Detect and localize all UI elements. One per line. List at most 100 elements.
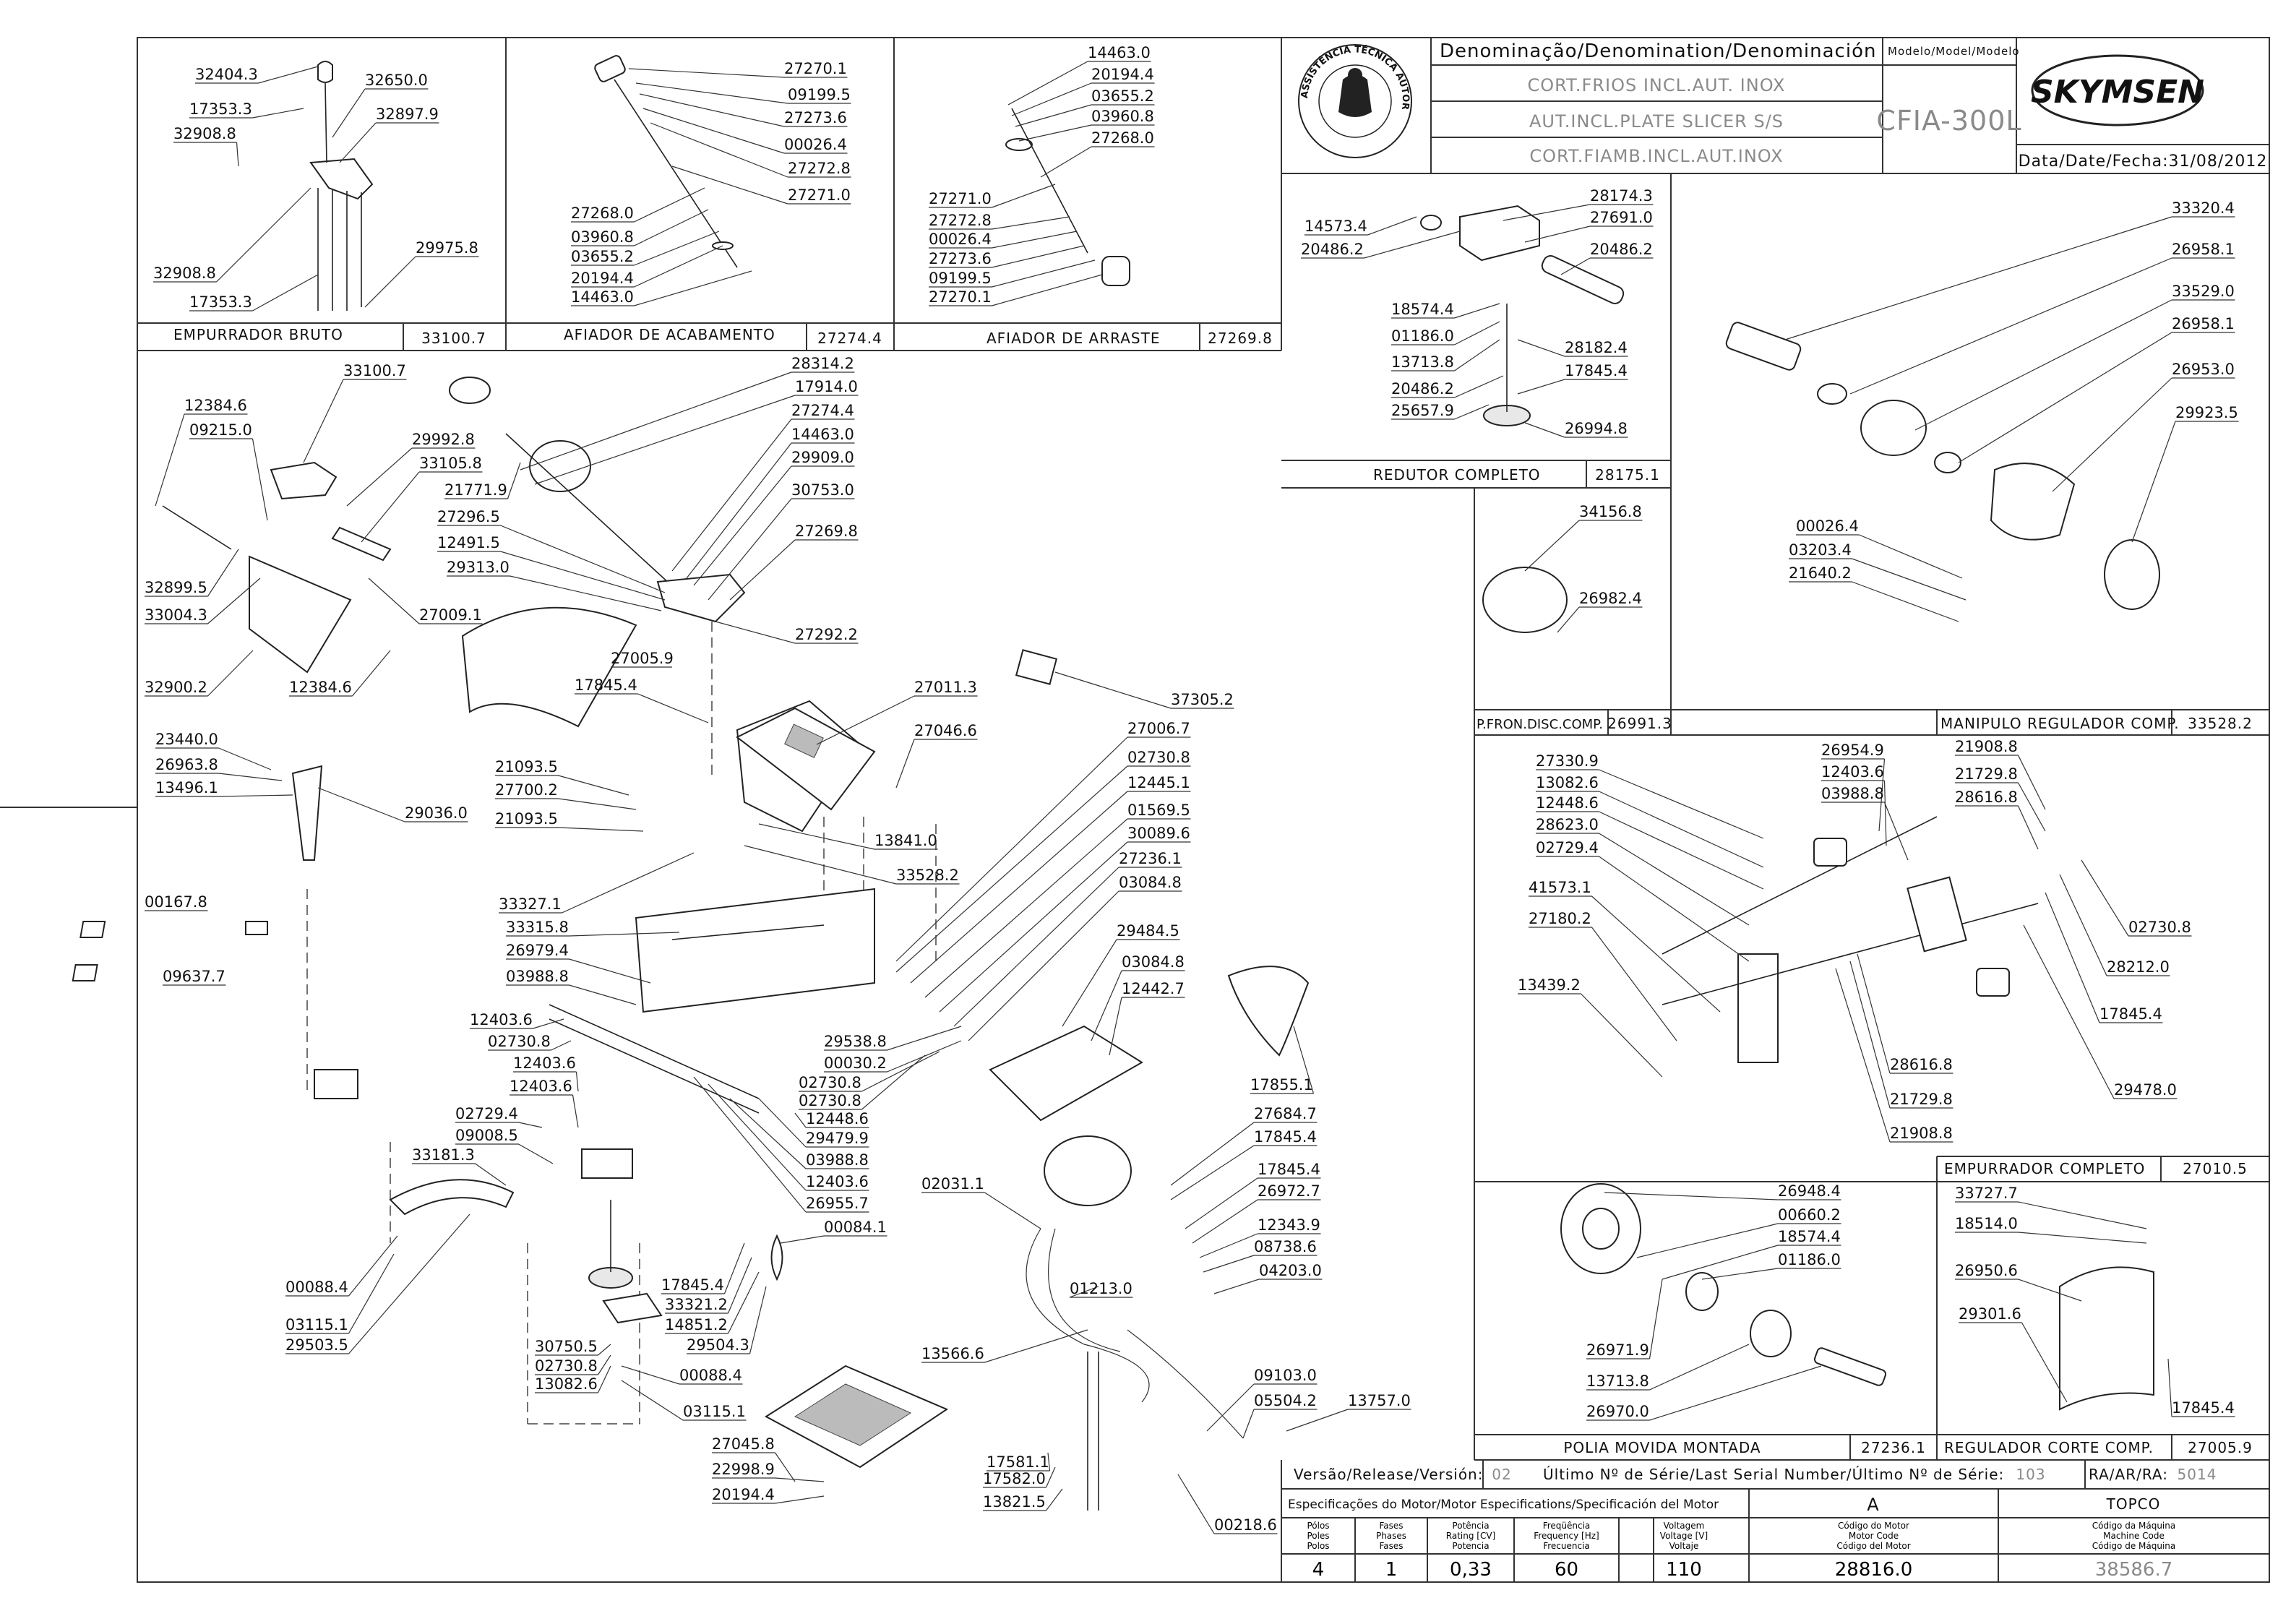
leader-line (1011, 82, 1092, 116)
part-number-label: 14851.2 (665, 1316, 728, 1333)
leader-line (572, 1094, 579, 1128)
leader-line (992, 216, 1070, 230)
part-number-label: 33320.4 (2172, 199, 2235, 217)
leader-line (2021, 1322, 2068, 1403)
afiador-acabamento-code: 27274.4 (817, 330, 882, 347)
part-number-label: 12343.9 (1258, 1216, 1320, 1234)
leader-line (562, 852, 695, 914)
part-number-label: 12442.7 (1122, 980, 1185, 997)
spec-column-header: Frecuencia (1543, 1541, 1590, 1551)
part-number-label: 30753.0 (791, 481, 854, 499)
leader-line (780, 1235, 825, 1244)
part-number-label: 00088.4 (285, 1279, 348, 1296)
leader-line (1091, 970, 1122, 1041)
part-number-label: 27009.1 (419, 606, 482, 624)
leader-line (693, 1076, 807, 1213)
part-number-label: 00167.8 (145, 893, 207, 911)
part-number-label: 00088.4 (679, 1367, 742, 1384)
empurrador-completo-title: EMPURRADOR COMPLETO (1944, 1160, 2145, 1177)
leader-line (2023, 924, 2115, 1099)
name-pt: CORT.FRIOS INCL.AUT. INOX (1527, 75, 1785, 95)
part-number-label: 33321.2 (665, 1296, 728, 1313)
leader-line (1701, 1268, 1779, 1280)
skymsen-logo: SKYMSEN (2031, 54, 2204, 126)
leader-line (992, 274, 1103, 306)
leader-line (1046, 1488, 1063, 1511)
part-number-label: 03655.2 (571, 248, 634, 265)
part-number-label: 27270.1 (784, 60, 847, 77)
part-number-label: 21908.8 (1890, 1125, 1953, 1142)
part-number-label: 27296.5 (437, 508, 500, 525)
leader-line (2017, 782, 2046, 832)
part-number-label: 27236.1 (1119, 850, 1182, 867)
part-number-label: 28182.4 (1565, 339, 1628, 356)
part-number-label: 32908.8 (153, 265, 216, 282)
leader-line (1007, 61, 1088, 106)
part-number-label: 27046.6 (914, 722, 977, 739)
leader-line (816, 695, 915, 745)
leader-line (992, 231, 1078, 249)
version-label: Versão/Release/Versión: (1294, 1466, 1483, 1483)
part-number-label: 12448.6 (806, 1110, 869, 1127)
part-number-label: 21729.8 (1890, 1091, 1953, 1108)
regulador-title: REGULADOR CORTE COMP. (1944, 1439, 2154, 1456)
part-number-label: 12403.6 (470, 1011, 533, 1028)
part-number-label: 27271.0 (929, 190, 992, 207)
spec-column-value: 4 (1312, 1559, 1325, 1581)
leader-line (708, 1083, 807, 1191)
part-number-label: 17845.4 (1258, 1161, 1320, 1178)
part-number-label: 12403.6 (513, 1054, 576, 1072)
leader-line (1040, 146, 1092, 178)
part-number-label: 09637.7 (163, 968, 225, 985)
leader-line (895, 739, 915, 789)
part-number-label: 12448.6 (1536, 794, 1599, 812)
part-number-label: 13496.1 (155, 779, 218, 796)
part-number-label: 09008.5 (455, 1127, 518, 1144)
part-number-label: 03960.8 (571, 228, 634, 246)
part-number-label: 27272.8 (929, 212, 992, 229)
part-number-label: 33105.8 (419, 455, 482, 472)
leader-line (1069, 1286, 1099, 1298)
part-number-label: 27273.6 (929, 250, 992, 267)
leader-line (1883, 780, 1887, 846)
part-number-label: 26994.8 (1565, 420, 1628, 437)
leader-line (1784, 216, 2172, 340)
part-number-label: 23440.0 (155, 731, 218, 748)
leader-line (597, 1354, 611, 1375)
part-number-label: 28174.3 (1590, 187, 1653, 205)
polia-code: 27236.1 (1861, 1439, 1926, 1456)
leader-line (910, 791, 1128, 984)
leader-line (1045, 1466, 1056, 1488)
leader-line (218, 773, 283, 781)
leader-line (1185, 1177, 1258, 1229)
part-number-label: 26958.1 (2172, 241, 2235, 258)
part-number-label: 13757.0 (1348, 1392, 1411, 1409)
part-number-label: 29992.8 (412, 431, 475, 448)
leader-line (924, 818, 1128, 998)
part-number-label: 12403.6 (510, 1078, 572, 1095)
part-number-label: 27700.2 (495, 781, 558, 799)
part-number-label: 27272.8 (788, 160, 851, 177)
leader-line (1859, 534, 1963, 579)
part-number-label: 03084.8 (1119, 874, 1182, 891)
leader-line (1199, 1233, 1258, 1258)
leader-line (1857, 953, 1891, 1074)
leader-line (346, 447, 413, 507)
part-number-label: 01186.0 (1391, 327, 1454, 345)
part-number-label: 30750.5 (535, 1338, 598, 1355)
part-number-label: 12403.6 (1821, 763, 1884, 781)
part-number-label: 13713.8 (1586, 1372, 1649, 1390)
part-number-label: 17914.0 (795, 378, 858, 395)
leader-line (1557, 606, 1580, 633)
part-number-label: 26971.9 (1586, 1341, 1649, 1359)
column-topco: TOPCO (2106, 1495, 2161, 1513)
leader-line (1170, 1145, 1255, 1200)
spec-column-header: Fases (1379, 1521, 1403, 1531)
part-number-label: 13841.0 (874, 832, 937, 849)
leader-lines (145, 61, 2239, 1534)
leader-line (218, 747, 272, 770)
model-code: CFIA-300L (1876, 105, 2021, 137)
empurrador-bruto-code: 33100.7 (421, 330, 486, 347)
leader-line (953, 867, 1119, 1027)
leader-line (510, 575, 662, 611)
